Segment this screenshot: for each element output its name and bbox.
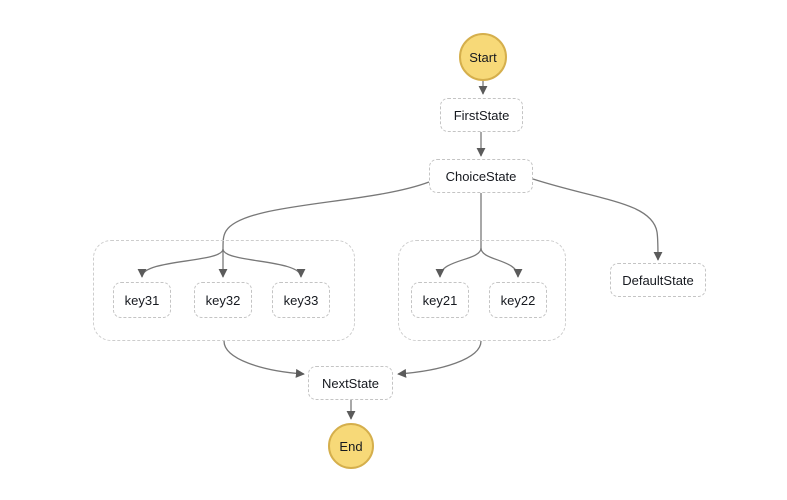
node-key33-label: key33 bbox=[283, 292, 319, 308]
edge-group3-nextstate bbox=[223, 340, 305, 378]
node-key32[interactable]: key32 bbox=[194, 282, 252, 318]
node-firststate-label: FirstState bbox=[453, 107, 510, 123]
node-start[interactable]: Start bbox=[459, 33, 507, 81]
node-choicestate-label: ChoiceState bbox=[445, 168, 517, 184]
node-choicestate[interactable]: ChoiceState bbox=[429, 159, 533, 193]
node-end[interactable]: End bbox=[328, 423, 374, 469]
node-firststate[interactable]: FirstState bbox=[440, 98, 523, 132]
parallel-group-branch3 bbox=[93, 240, 355, 341]
node-key31[interactable]: key31 bbox=[113, 282, 171, 318]
node-key31-label: key31 bbox=[124, 292, 160, 308]
node-end-label: End bbox=[339, 438, 363, 454]
node-key21-label: key21 bbox=[422, 292, 458, 308]
node-defaultstate-label: DefaultState bbox=[622, 272, 694, 288]
node-key22-label: key22 bbox=[500, 292, 536, 308]
node-defaultstate[interactable]: DefaultState bbox=[610, 263, 706, 297]
node-nextstate[interactable]: NextState bbox=[308, 366, 393, 400]
parallel-group-branch2 bbox=[398, 240, 566, 341]
node-key33[interactable]: key33 bbox=[272, 282, 330, 318]
node-key21[interactable]: key21 bbox=[411, 282, 469, 318]
edge-choicestate-group3-trunk bbox=[222, 181, 430, 250]
node-key22[interactable]: key22 bbox=[489, 282, 547, 318]
node-start-label: Start bbox=[469, 49, 497, 65]
edge-group2-nextstate bbox=[397, 340, 482, 378]
node-nextstate-label: NextState bbox=[321, 375, 380, 391]
node-key32-label: key32 bbox=[205, 292, 241, 308]
